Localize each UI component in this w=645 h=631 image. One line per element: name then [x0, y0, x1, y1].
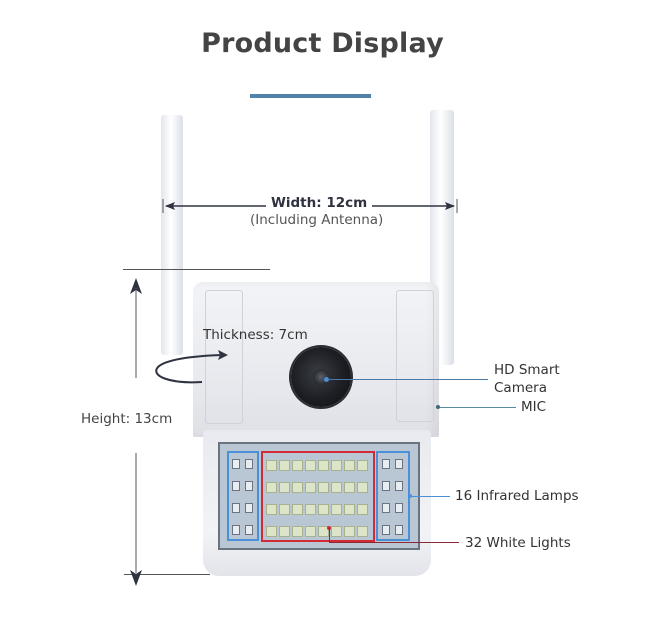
infrared-led [245, 525, 253, 535]
white-led [318, 460, 329, 471]
white-led [344, 482, 355, 493]
right-side-panel [396, 290, 434, 422]
white-led [279, 504, 290, 515]
infrared-led [395, 481, 403, 491]
white-led [266, 526, 277, 537]
camera-callout-dot [324, 377, 329, 382]
white-lights-label: 32 White Lights [465, 535, 571, 551]
white-led [279, 460, 290, 471]
white-led [305, 504, 316, 515]
width-dimension [162, 198, 458, 213]
infrared-led [232, 481, 240, 491]
page-title: Product Display [201, 28, 444, 59]
white-led [357, 504, 368, 515]
mic-dot [436, 405, 440, 409]
title-underline [250, 94, 371, 98]
white-led [279, 482, 290, 493]
height-arrow-icon [130, 278, 142, 586]
infrared-led [382, 481, 390, 491]
white-led [344, 504, 355, 515]
white-led [305, 482, 316, 493]
thickness-label: Thickness: 7cm [203, 327, 308, 343]
infrared-led [245, 481, 253, 491]
infrared-led [232, 525, 240, 535]
white-led [344, 460, 355, 471]
infrared-led [395, 503, 403, 513]
infrared-led [232, 503, 240, 513]
infrared-callout-dot [408, 494, 412, 498]
infrared-led [395, 525, 403, 535]
infrared-led [382, 503, 390, 513]
width-note: (Including Antenna) [250, 212, 384, 228]
white-led [292, 504, 303, 515]
mic-callout-line [440, 407, 516, 408]
infrared-group-left [227, 451, 259, 541]
white-led [279, 526, 290, 537]
white-led [331, 482, 342, 493]
white-led [357, 482, 368, 493]
camera-label-line2: Camera [494, 380, 547, 396]
white-callout-vertical [329, 528, 330, 543]
camera-callout-line [328, 379, 488, 380]
infrared-label: 16 Infrared Lamps [455, 488, 579, 504]
infrared-callout-line [412, 496, 450, 497]
width-label: Width: 12cm [271, 195, 368, 211]
white-led [292, 482, 303, 493]
left-antenna [161, 115, 183, 355]
white-led [292, 526, 303, 537]
white-led [266, 504, 277, 515]
white-led [292, 460, 303, 471]
white-led [266, 482, 277, 493]
white-callout-line [329, 542, 459, 543]
left-side-panel [205, 290, 243, 424]
height-label: Height: 13cm [81, 411, 173, 427]
white-led [357, 526, 368, 537]
infrared-led [232, 459, 240, 469]
white-led [318, 504, 329, 515]
height-bottom-line [124, 574, 210, 575]
white-led [331, 460, 342, 471]
infrared-led [245, 503, 253, 513]
infrared-led [395, 459, 403, 469]
infrared-led [382, 525, 390, 535]
white-led [318, 526, 329, 537]
thickness-rotation-icon [155, 350, 228, 384]
white-led [318, 482, 329, 493]
white-led [305, 526, 316, 537]
height-top-line [123, 269, 270, 270]
mic-label: MIC [521, 399, 547, 415]
white-led [266, 460, 277, 471]
white-led [331, 526, 342, 537]
white-led [357, 460, 368, 471]
white-led [331, 504, 342, 515]
infrared-led [382, 459, 390, 469]
camera-label-line1: HD Smart [494, 362, 560, 378]
white-light-group [261, 451, 375, 542]
width-arrow-icon [162, 199, 458, 213]
white-led [305, 460, 316, 471]
infrared-led [245, 459, 253, 469]
white-led [344, 526, 355, 537]
